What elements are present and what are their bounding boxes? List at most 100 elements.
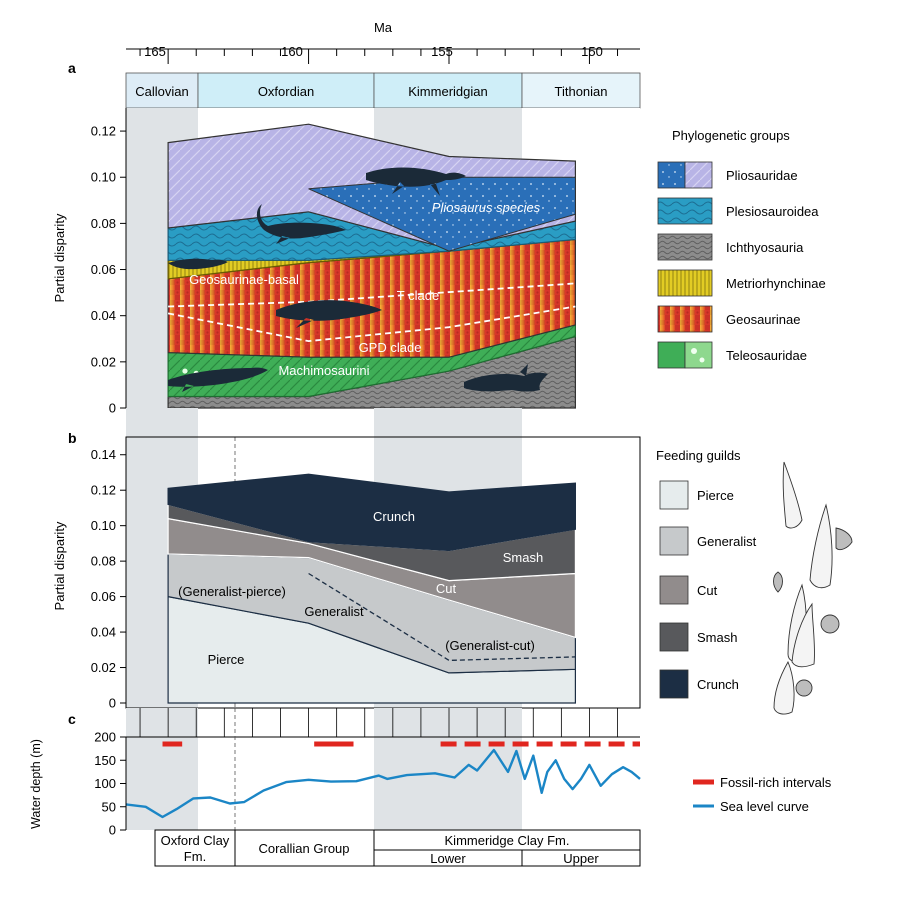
annotation-pliosaurus-species: Pliosaurus species <box>432 200 541 215</box>
legend-a: Pliosauridae Plesiosauroidea Ichthyosaur… <box>657 161 826 369</box>
sea-level-curve <box>125 748 641 819</box>
clade-boundary-2 <box>167 305 576 343</box>
reptile-silhouettes <box>168 167 548 392</box>
annotation-gpd-clade: GPD clade <box>359 340 422 355</box>
tooth-section-4 <box>795 679 813 697</box>
legend-swatch-smash <box>659 622 689 652</box>
legend-a-teleosauridae: Teleosauridae <box>657 341 807 369</box>
formation-label-lower: Lower <box>430 851 466 866</box>
y-tick-label: 0.10 <box>91 170 116 185</box>
legend-swatch-pliosauridae-blue <box>657 161 686 189</box>
legend-label-cut: Cut <box>697 583 718 598</box>
tooth-icon-5 <box>773 660 795 715</box>
y-tick-label: 0.08 <box>91 216 116 231</box>
ichthyosaur-silhouette <box>464 364 548 392</box>
panel-c-plot <box>125 741 641 819</box>
stage-kimmeridgian <box>373 72 523 109</box>
legend-label-crunch: Crunch <box>697 677 739 692</box>
formation-label-corallian: Corallian Group <box>258 841 349 856</box>
legend-teleo-dot-1 <box>691 348 697 354</box>
panel-b-areas <box>167 473 576 704</box>
y-tick-label: 0.10 <box>91 518 116 533</box>
legend-swatch-ichthyosauria <box>657 233 713 261</box>
tooth-icon-4 <box>791 602 815 668</box>
annotation-machimosaurini: Machimosaurini <box>278 363 369 378</box>
panel-c-top-ticks <box>139 708 618 737</box>
stage-label-oxfordian: Oxfordian <box>258 84 314 99</box>
tooth-section-2 <box>835 527 853 551</box>
legend-a-pliosauridae: Pliosauridae <box>657 161 798 189</box>
y-tick-label: 150 <box>94 753 116 768</box>
y-tick-label: 50 <box>102 799 116 814</box>
panel-c-letter: c <box>68 711 76 727</box>
panel-c-y-axis: 0 50 100 150 200 <box>94 730 127 838</box>
annotation-generalist: Generalist <box>304 604 364 619</box>
panel-c-shade-1 <box>126 708 198 830</box>
annotation-geosaurinae-basal: Geosaurinae-basal <box>189 272 299 287</box>
tooth-icon-1 <box>782 461 803 529</box>
y-tick-label: 0 <box>109 823 116 838</box>
panel-a-areas <box>167 123 576 409</box>
legend-label-generalist: Generalist <box>697 534 757 549</box>
legend-a-title: Phylogenetic groups <box>672 128 790 143</box>
plesiosaur-silhouette <box>256 204 346 244</box>
ma-axis-label: Ma <box>374 20 393 35</box>
legend-label-plesiosauroidea: Plesiosauroidea <box>726 204 819 219</box>
tooth-section-1 <box>773 571 783 593</box>
panel-b-ylabel: Partial disparity <box>52 521 67 610</box>
teleo-dot <box>182 368 188 374</box>
y-tick-label: 0.12 <box>91 124 116 139</box>
stage-label-tithonian: Tithonian <box>555 84 608 99</box>
y-tick-label: 0 <box>109 696 116 711</box>
stage-callovian <box>125 72 199 109</box>
formation-oxford-clay <box>154 829 236 867</box>
legend-swatch-teleosauridae-light <box>684 341 713 369</box>
pliosaur-silhouette <box>366 167 466 196</box>
legend-swatch-pierce <box>659 480 689 510</box>
formation-label-oxford-2: Fm. <box>184 849 206 864</box>
legend-b: Pierce Generalist Cut Smash Crunch <box>659 480 757 699</box>
legend-swatch-crunch <box>659 669 689 699</box>
y-tick-label: 0.02 <box>91 660 116 675</box>
generalist-split-line <box>308 572 576 662</box>
legend-swatch-cut <box>659 575 689 605</box>
legend-swatch-metriorhynchinae <box>657 269 713 297</box>
legend-teleo-dot-2 <box>699 357 705 363</box>
y-tick-label: 0.06 <box>91 589 116 604</box>
panel-b-y-axis: 00.020.040.060.080.100.120.14 <box>91 437 127 711</box>
y-tick-label: 0.14 <box>91 447 116 462</box>
annotation-generalist-pierce: (Generalist-pierce) <box>178 584 286 599</box>
legend-swatch-pliosauridae-lilac <box>684 161 713 189</box>
ma-tick-160: 160 <box>281 44 303 59</box>
panel-a-y-axis: 00.020.040.060.080.100.12 <box>91 108 127 416</box>
tooth-icon-2 <box>809 503 833 589</box>
stage-label-kimmeridgian: Kimmeridgian <box>408 84 487 99</box>
tooth-drawings <box>773 461 853 715</box>
geosaur-silhouette <box>276 300 382 328</box>
annotation-pierce: Pierce <box>208 652 245 667</box>
legend-label-pierce: Pierce <box>697 488 734 503</box>
legend-swatch-plesiosauroidea <box>657 197 713 225</box>
ma-tick-155: 155 <box>431 44 453 59</box>
panel-a-ylabel: Partial disparity <box>52 213 67 302</box>
y-tick-label: 0.04 <box>91 308 116 323</box>
y-tick-label: 0 <box>109 401 116 416</box>
stage-label-callovian: Callovian <box>135 84 188 99</box>
annotation-cut: Cut <box>436 581 457 596</box>
legend-a-geosaurinae: Geosaurinae <box>657 305 800 333</box>
legend-swatch-geosaurinae <box>657 305 713 333</box>
formation-label-oxford-1: Oxford Clay <box>161 833 230 848</box>
y-tick-label: 0.12 <box>91 483 116 498</box>
annotation-smash: Smash <box>503 550 543 565</box>
formation-kimmeridge-upper <box>521 849 641 867</box>
legend-label-ichthyosauria: Ichthyosauria <box>726 240 804 255</box>
y-tick-label: 200 <box>94 730 116 745</box>
y-tick-label: 100 <box>94 776 116 791</box>
annotation-generalist-cut: (Generalist-cut) <box>445 638 535 653</box>
formation-label-kimmeridge: Kimmeridge Clay Fm. <box>445 833 570 848</box>
legend-label-pliosauridae: Pliosauridae <box>726 168 798 183</box>
metriorhynch-silhouette <box>168 258 228 270</box>
legend-label-fossil-rich: Fossil-rich intervals <box>720 775 832 790</box>
legend-label-metriorhynchinae: Metriorhynchinae <box>726 276 826 291</box>
